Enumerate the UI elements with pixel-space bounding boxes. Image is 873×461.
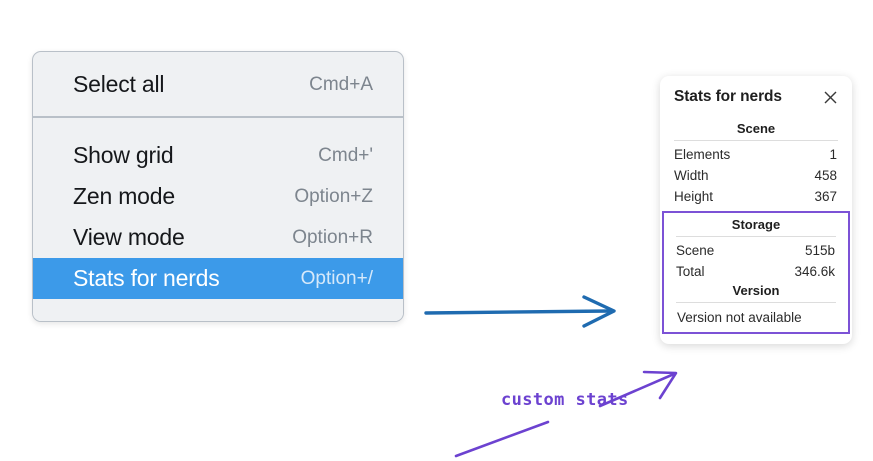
stat-value: 346.6k xyxy=(794,264,835,279)
stats-for-nerds-panel[interactable]: Stats for nerds Scene Elements 1 Width 4… xyxy=(660,76,852,344)
custom-stats-annotation-label: custom stats xyxy=(501,390,629,410)
menu-item-label: Stats for nerds xyxy=(73,265,220,291)
menu-item-shortcut: Option+/ xyxy=(300,267,373,289)
menu-footer-spacer xyxy=(33,299,403,321)
panel-title: Stats for nerds xyxy=(674,88,782,105)
panel-header: Stats for nerds xyxy=(672,88,840,106)
stat-key: Scene xyxy=(676,243,715,258)
menu-item-zen-mode[interactable]: Zen mode Option+Z xyxy=(33,176,403,217)
storage-heading: Storage xyxy=(731,217,781,232)
stat-key: Elements xyxy=(674,147,731,162)
stat-key: Width xyxy=(674,168,709,183)
menu-item-label: Show grid xyxy=(73,142,174,168)
menu-group-2: Show grid Cmd+' Zen mode Option+Z View m… xyxy=(33,118,403,299)
stat-row-width: Width 458 xyxy=(672,165,840,186)
stat-value: 1 xyxy=(829,147,837,162)
stat-row-storage-total: Total 346.6k xyxy=(674,261,838,282)
scene-section: Scene Elements 1 Width 458 Height 367 xyxy=(672,120,840,207)
stat-key: Height xyxy=(674,189,714,204)
context-menu[interactable]: Select all Cmd+A Show grid Cmd+' Zen mod… xyxy=(32,51,404,322)
close-icon[interactable] xyxy=(822,89,839,106)
menu-item-stats-for-nerds[interactable]: Stats for nerds Option+/ xyxy=(33,258,403,299)
menu-item-label: Select all xyxy=(73,71,165,97)
menu-item-shortcut: Cmd+' xyxy=(318,144,373,166)
version-divider xyxy=(676,302,836,303)
menu-group-1: Select all Cmd+A xyxy=(33,52,403,118)
storage-section: Storage Scene 515b Total 346.6k xyxy=(674,216,838,282)
menu-item-label: Zen mode xyxy=(73,183,175,209)
custom-stats-highlight-box: Storage Scene 515b Total 346.6k Version … xyxy=(662,211,850,334)
menu-item-select-all[interactable]: Select all Cmd+A xyxy=(33,64,403,105)
menu-item-label: View mode xyxy=(73,224,185,250)
version-note: Version not available xyxy=(677,310,802,325)
stat-value: 458 xyxy=(814,168,837,183)
stat-key: Total xyxy=(676,264,705,279)
menu-item-shortcut: Cmd+A xyxy=(309,73,373,95)
version-section: Version Version not available xyxy=(674,282,838,328)
menu-item-shortcut: Option+R xyxy=(292,226,373,248)
scene-heading: Scene xyxy=(736,121,776,136)
version-heading: Version xyxy=(732,283,780,298)
purple-underline-annotation xyxy=(454,420,550,458)
stat-row-height: Height 367 xyxy=(672,186,840,207)
menu-item-shortcut: Option+Z xyxy=(294,185,373,207)
blue-arrow-annotation xyxy=(424,295,616,328)
scene-divider xyxy=(674,140,838,141)
menu-item-show-grid[interactable]: Show grid Cmd+' xyxy=(33,135,403,176)
stat-value: 515b xyxy=(804,243,835,258)
stat-value: 367 xyxy=(814,189,837,204)
stat-row-elements: Elements 1 xyxy=(672,144,840,165)
storage-divider xyxy=(676,236,836,237)
stat-row-storage-scene: Scene 515b xyxy=(674,240,838,261)
menu-item-view-mode[interactable]: View mode Option+R xyxy=(33,217,403,258)
